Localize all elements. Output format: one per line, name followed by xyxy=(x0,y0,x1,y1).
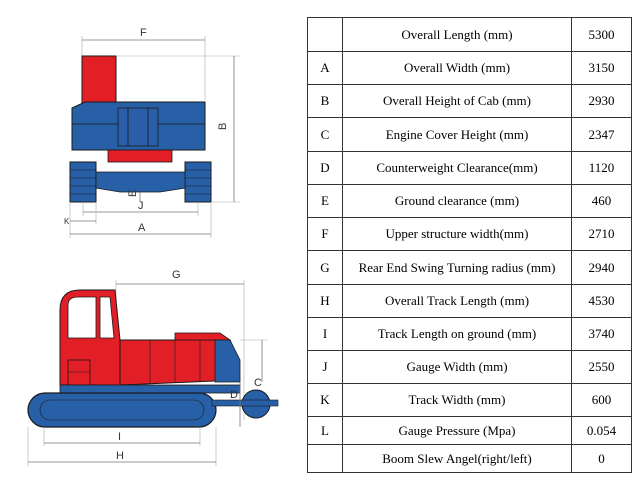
machine-drawing: F B E J xyxy=(27,27,279,466)
spec-parameter: Counterweight Clearance(mm) xyxy=(342,151,572,185)
dim-label-a: A xyxy=(138,222,146,234)
spec-parameter: Ground clearance (mm) xyxy=(342,184,572,218)
spec-parameter: Overall Height of Cab (mm) xyxy=(342,84,572,118)
spec-code: I xyxy=(307,317,343,351)
spec-code: B xyxy=(307,84,343,118)
spec-parameter: Rear End Swing Turning radius (mm) xyxy=(342,250,572,285)
spec-parameter: Upper structure width(mm) xyxy=(342,217,572,251)
spec-value: 600 xyxy=(571,383,632,417)
spec-code: D xyxy=(307,151,343,185)
spec-parameter: Gauge Width (mm) xyxy=(342,350,572,384)
spec-code: J xyxy=(307,350,343,384)
spec-value: 5300 xyxy=(571,17,632,52)
spec-value: 2550 xyxy=(571,350,632,384)
dim-label-e: E xyxy=(127,190,139,197)
spec-parameter: Overall Length (mm) xyxy=(342,17,572,52)
dim-label-d: D xyxy=(230,389,238,401)
dim-label-h: H xyxy=(116,450,124,462)
dim-label-i: I xyxy=(118,431,121,443)
spec-code: K xyxy=(307,383,343,417)
spec-parameter: Engine Cover Height (mm) xyxy=(342,117,572,152)
spec-parameter: Track Width (mm) xyxy=(342,383,572,417)
dim-label-k: K xyxy=(64,217,70,226)
spec-value: 2710 xyxy=(571,217,632,251)
spec-parameter: Overall Width (mm) xyxy=(342,51,572,85)
dim-label-j: J xyxy=(138,200,144,212)
dim-label-b: B xyxy=(217,123,229,130)
spec-parameter: Gauge Pressure (Mpa) xyxy=(342,416,572,445)
spec-code: L xyxy=(307,416,343,445)
spec-value: 2930 xyxy=(571,84,632,118)
dim-label-g: G xyxy=(172,269,181,281)
spec-code: H xyxy=(307,284,343,318)
spec-parameter: Boom Slew Angel(right/left) xyxy=(342,444,572,473)
spec-value: 3740 xyxy=(571,317,632,351)
spec-code: A xyxy=(307,51,343,85)
spec-value: 2940 xyxy=(571,250,632,285)
spec-code: F xyxy=(307,217,343,251)
spec-row: Boom Slew Angel(right/left)0 xyxy=(307,444,632,473)
spec-value: 0 xyxy=(571,444,632,473)
spec-parameter: Track Length on ground (mm) xyxy=(342,317,572,351)
spec-value: 0.054 xyxy=(571,416,632,445)
dim-label-f: F xyxy=(140,27,147,39)
spec-value: 3150 xyxy=(571,51,632,85)
side-view: G C D I xyxy=(27,269,279,466)
spec-row: Overall Length (mm)5300 xyxy=(307,17,632,52)
spec-value: 460 xyxy=(571,184,632,218)
spec-code: E xyxy=(307,184,343,218)
spec-code xyxy=(307,17,343,52)
spec-value: 2347 xyxy=(571,117,632,152)
spec-code: G xyxy=(307,250,343,285)
dim-label-c: C xyxy=(254,377,262,389)
spec-value: 4530 xyxy=(571,284,632,318)
spec-value: 1120 xyxy=(571,151,632,185)
spec-code: C xyxy=(307,117,343,152)
spec-parameter: Overall Track Length (mm) xyxy=(342,284,572,318)
spec-code xyxy=(307,444,343,473)
front-view: F B E J xyxy=(64,27,240,238)
